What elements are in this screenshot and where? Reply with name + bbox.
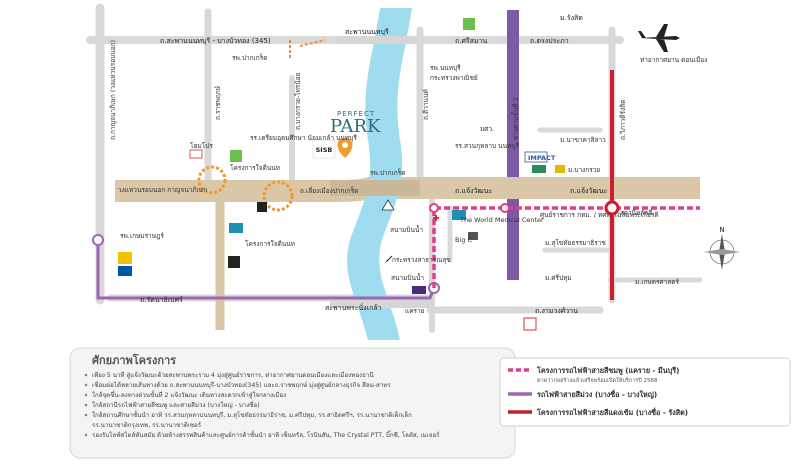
label-terminal: ม.นาขาคาสิลาว	[560, 136, 606, 144]
label-nonthaburi-hosp: รพ.นนทบุรี	[430, 64, 461, 72]
poi-icon-grey	[468, 232, 478, 240]
poi-icon-yellow	[118, 252, 132, 264]
legend-pink-sub: คาดว่าก่อสร้างแล้วเสร็จพร้อมเปิดให้บริกา…	[537, 376, 658, 384]
project-name-main: PARK	[330, 116, 381, 137]
label-songprapa: ถ.ตรงประภา	[530, 37, 569, 45]
legend-pink-label: โครงการรถไฟฟ้าสายสีชมพู (แคราย - มีนบุรี…	[536, 366, 679, 376]
label-bigc: Big C	[455, 236, 472, 244]
legend-red-label: โครงการรถไฟฟ้าสายสีแดงเข้ม (บางซื่อ - รั…	[536, 407, 688, 417]
label-wat: รพ.ปากเกร็ด	[370, 168, 405, 177]
legend-purple: รถไฟฟ้าสายสีม่วง (บางซื่อ - บางใหญ่)	[508, 389, 657, 399]
info-panel-lines: เพียง 5 นาที สู่แจ้งวัฒนะด้วยสะพานพระราม…	[84, 371, 440, 439]
label-ngamwongwan: ถ.งามวงศ์วาน	[535, 307, 578, 315]
info-line-1: เพียง 5 นาที สู่แจ้งวัฒนะด้วยสะพานพระราม…	[92, 371, 374, 379]
label-townhall: รร.สวนกุหลาบ นนทบุรี	[455, 142, 519, 150]
chao-phraya-river	[347, 8, 412, 340]
label-station-laksi: สถานีหลักสี่	[620, 208, 652, 217]
interchange-left	[197, 165, 227, 195]
label-kaset: ม.เกษตรศาสตร์	[635, 278, 679, 286]
hospital-cross-icon	[433, 215, 439, 221]
dash-connector-2	[299, 39, 326, 47]
interchange-right	[262, 180, 294, 212]
poi-icon-green-1	[463, 18, 475, 30]
label-sanambinnam: สนามบินน้ำ	[390, 225, 423, 234]
expressway-band	[507, 10, 519, 280]
label-samak: มศว.	[480, 125, 494, 133]
label-trade: ม.ศรีปทุม	[545, 274, 572, 282]
label-rangsit-top: ม.รังสิต	[560, 14, 583, 22]
poi-icon-blue	[452, 210, 466, 220]
label-ratchaphruek: ถ.ราชพฤกษ์	[214, 85, 222, 120]
label-kasemrad: รพ.เกษมราษฎร์	[120, 232, 164, 240]
label-khae-rai: แคราย	[405, 307, 425, 315]
hospital-icon-1	[381, 199, 395, 211]
label-bang-kruai: ถ.บางกรวย-ไทรน้อย	[294, 72, 302, 130]
info-line-4: ใกล้สถานีรถไฟฟ้าสายสีชมพู และสายสีม่วง (…	[92, 401, 260, 409]
label-lotus: ม.บางกรวย	[568, 166, 600, 174]
label-govt-center: ศูนย์ราชการ กทม. / ทศท. เฉลิมพระเกียรติ	[540, 211, 659, 219]
purple-station-1	[92, 234, 104, 246]
label-chulabhorn: ม.สุโขทัยธรรมาธิราช	[545, 239, 606, 247]
label-hospital-pakkret: รพ.ปากเกร็ด	[232, 53, 267, 62]
label-expressway: ทางด่วนขั้นที่ 2	[511, 97, 520, 140]
label-homepro: โฮมโปร	[190, 142, 213, 150]
info-line-3: ใกล้จุดขึ้น-ลงทางด่วนขั้นที่ 2 แจ้งวัฒนะ…	[92, 390, 286, 399]
label-345: ถ.สะพานนนทบุรี - บางบัวทอง (345)	[160, 37, 271, 45]
info-line-7: รองรับไลฟ์สไตล์ทันสมัย ด้วยห้างสรรพสินค้…	[92, 430, 440, 439]
label-sri-samarn: ถ.ศรีสมาน	[455, 37, 487, 45]
sisb-logo-box	[312, 139, 336, 159]
project-name-top: PERFECT	[337, 110, 375, 118]
info-line-6: รร.นานาชาติกรุงเทพ, รร.นานาชาติเซอร์	[92, 421, 202, 429]
label-vibhavadi: ถ.วิภาวดีรังสิต	[619, 100, 627, 140]
label-tiwanon: ถ.ติวานนท์	[422, 89, 430, 120]
poi-icon-green-2	[230, 150, 242, 162]
label-phranangklao: สะพานพระนั่งเกล้า	[325, 303, 382, 312]
info-panel-title: ศักยภาพโครงการ	[92, 353, 176, 367]
impact-logo	[524, 151, 548, 163]
compass-icon	[704, 234, 740, 270]
label-central: โครงการใจดีนนท	[245, 240, 295, 248]
poi-icon-black-2	[257, 202, 267, 212]
label-world-medical: The World Medical Center	[459, 216, 544, 224]
legend-panel	[499, 357, 791, 427]
legend-pink: โครงการรถไฟฟ้าสายสีชมพู (แคราย - มีนบุรี…	[508, 366, 679, 384]
poi-icon-red-outline	[523, 317, 537, 331]
label-ministry-commerce: กระทรวงพาณิชย์	[430, 74, 478, 82]
label-pakkret-road: ถ.เลี่ยงเมืองปากเกร็ด	[300, 186, 358, 195]
lotus-icon	[532, 165, 546, 173]
label-mrt: สนามบินน้ำ	[391, 273, 424, 282]
legend-red: โครงการรถไฟฟ้าสายสีแดงเข้ม (บางซื่อ - รั…	[508, 407, 688, 417]
airplane-icon	[638, 24, 680, 52]
arrow-icon	[385, 255, 393, 263]
label-rattanathibet: ถ.รัตนาธิเบศร์	[140, 296, 183, 304]
label-makro: โครงการใจดีนนท	[230, 164, 280, 172]
label-impact: IMPACT	[528, 154, 556, 162]
poi-icon-yellow-2	[555, 165, 565, 173]
label-chaeng-right: ถ.แจ้งวัฒนะ	[570, 187, 608, 195]
pink-station-khae-rai	[429, 203, 439, 213]
makro-icon	[229, 223, 243, 233]
label-chaengwattana: ถ.แจ้งวัฒนะ	[455, 187, 493, 195]
label-sapan-nonthaburi: สะพานนนทบุรี	[345, 28, 389, 36]
label-ring-sign: วงแหวนรอบนอก กาญจนาภิเษก	[118, 186, 207, 194]
label-ministry: กระทรวงสาธารณสุข	[392, 256, 451, 264]
pink-station-2	[500, 203, 510, 213]
info-line-5: ใกล้สถานศึกษาชั้นนำ อาทิ รร.สวนกุหลาบนนท…	[92, 410, 412, 419]
info-line-2: เชื่อมต่อได้หลายเส้นทางด้วย ถ.สะพานนนทบุ…	[92, 381, 391, 389]
label-airport: ท่าอากาศยาน ดอนเมือง	[640, 56, 707, 64]
legend-purple-label: รถไฟฟ้าสายสีม่วง (บางซื่อ - บางใหญ่)	[537, 389, 657, 399]
poi-icon-purple	[412, 286, 426, 294]
location-pin-dot	[342, 142, 348, 148]
ikea-icon	[118, 266, 132, 276]
compass-north-label: N	[719, 226, 724, 234]
project-logo: PERFECT PARK SISB	[312, 110, 381, 159]
label-kanchanaphisek: ถ.กาญจนาภิเษก (วงแหวนรอบนอก)	[109, 40, 117, 140]
poi-icon-black	[228, 256, 240, 268]
red-station-laksi	[604, 200, 620, 216]
label-school: รร.เตรียมอุดมศึกษา น้อมเกล้า นนทบุรี	[250, 134, 357, 142]
homepro-logo	[189, 149, 203, 159]
sisb-logo: SISB	[316, 146, 333, 154]
